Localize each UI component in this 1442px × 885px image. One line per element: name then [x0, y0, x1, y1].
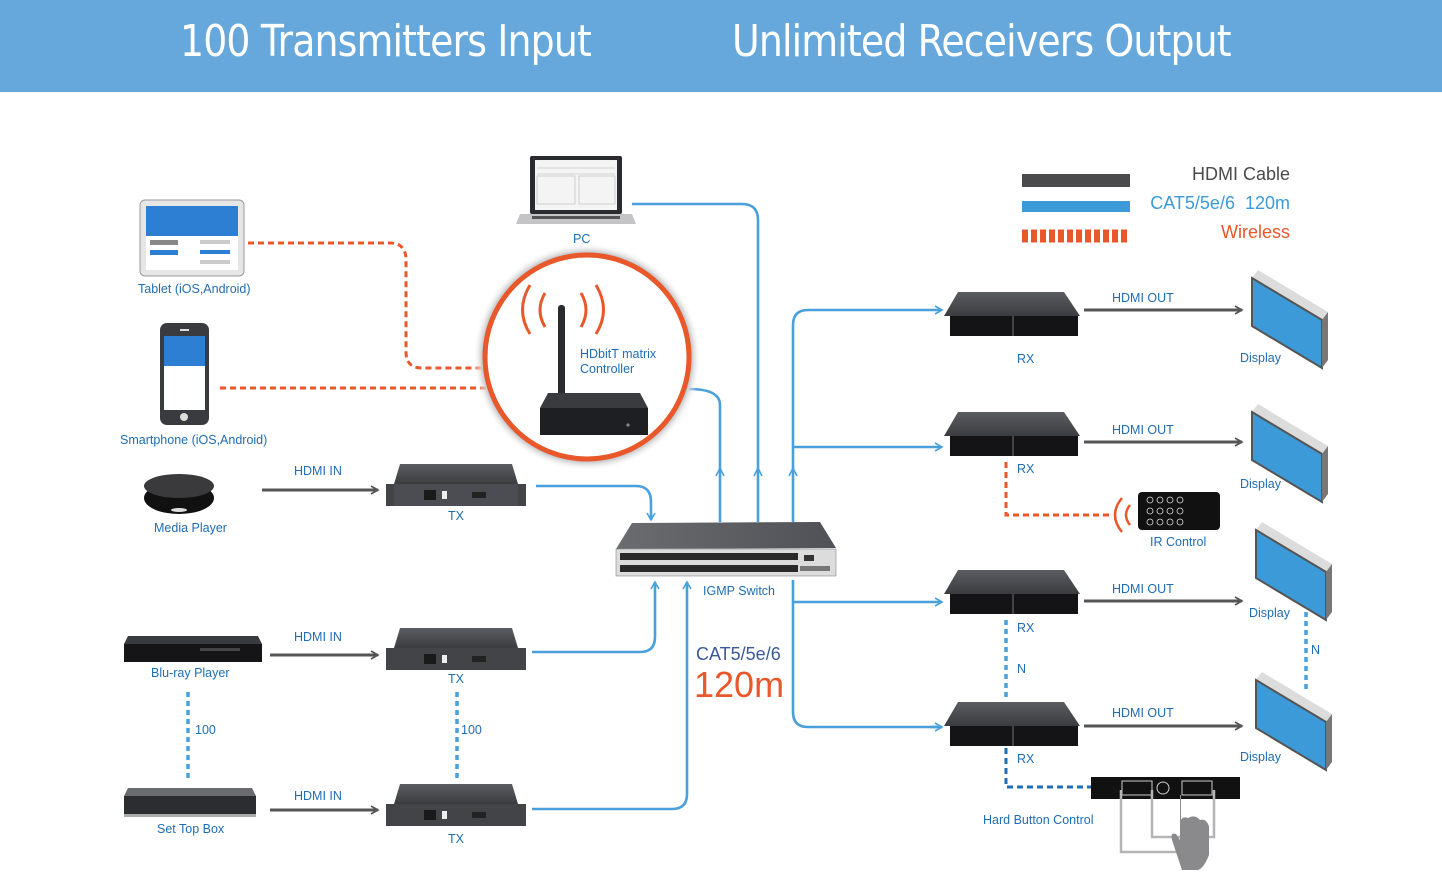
hand-pointer-icon [1171, 795, 1209, 870]
controller-label-line1: HDbitT matrix [580, 347, 657, 361]
displays [1251, 270, 1332, 772]
hard-button-link [1004, 748, 1092, 789]
switch-label: IGMP Switch [703, 584, 776, 598]
media-player-label: Media Player [154, 521, 227, 535]
tx-1-icon [386, 464, 526, 506]
bluray-player-icon [124, 636, 262, 662]
hdmi-out-label-4: HDMI OUT [1112, 706, 1174, 720]
settop-label: Set Top Box [157, 822, 225, 836]
wireless-rx2-ir [1004, 462, 1110, 517]
set-top-box-icon [124, 788, 256, 817]
rx-4-icon [944, 702, 1080, 746]
count-links [186, 612, 1308, 778]
igmp-switch-icon [615, 522, 837, 577]
rx-1-icon [944, 292, 1080, 336]
legend-hdmi-label: HDMI Cable [1191, 164, 1290, 184]
display-3-label: Display [1249, 606, 1290, 620]
tx-2-label: TX [448, 672, 464, 686]
cable-tx1-switch [536, 484, 656, 522]
display-1-label: Display [1240, 351, 1281, 365]
media-player-icon [144, 474, 214, 514]
wireless-tablet-controller [248, 241, 490, 370]
bluray-label: Blu-ray Player [151, 666, 230, 680]
cable-tx2-switch [532, 580, 660, 654]
rx-4-label: RX [1017, 752, 1035, 766]
cable-switch-rx1 [791, 305, 944, 522]
cable-pc-switch [632, 202, 760, 522]
legend-wireless-label: Wireless [1220, 222, 1290, 242]
cable-length-label: 120m [694, 664, 785, 705]
wifi-signal-icon [521, 284, 605, 335]
tablet-label: Tablet (iOS,Android) [138, 282, 251, 296]
tx-count-label: 100 [461, 723, 482, 737]
display-3-icon [1255, 522, 1332, 622]
cable-tx3-switch [532, 580, 692, 811]
smartphone-icon [160, 323, 209, 425]
hdmi-out-label-3: HDMI OUT [1112, 582, 1174, 596]
controller-group [473, 243, 701, 471]
display-4-icon [1255, 672, 1332, 772]
controller-box-icon [540, 408, 648, 435]
display-count-label: N [1311, 643, 1321, 657]
display-4-label: Display [1240, 750, 1281, 764]
controller-label-line2: Controller [580, 362, 635, 376]
banner-title-right: Unlimited Receivers Output [732, 16, 1232, 67]
cable-controller-switch [688, 387, 722, 522]
cable-switch-rx4-trunk [791, 580, 942, 729]
rx-2-icon [944, 412, 1080, 456]
hdmi-cables [262, 305, 1244, 815]
smartphone-label: Smartphone (iOS,Android) [120, 433, 268, 447]
up-arrows [715, 466, 798, 477]
legend-cat-label: CAT5/5e/6 120m [1150, 193, 1290, 213]
display-2-icon [1251, 404, 1328, 504]
rx-1-label: RX [1017, 352, 1035, 366]
header-banner: 100 Transmitters Input Unlimited Receive… [0, 0, 1442, 92]
rx-2-label: RX [1017, 462, 1035, 476]
tx-units [386, 464, 526, 826]
hdmi-in-label-2: HDMI IN [294, 630, 342, 644]
pc-laptop-icon [516, 156, 636, 224]
hdmi-out-label-2: HDMI OUT [1112, 423, 1174, 437]
display-2-label: Display [1240, 477, 1281, 491]
source-count-label: 100 [195, 723, 216, 737]
rx-3-icon [944, 570, 1080, 614]
cat-cables [532, 202, 944, 811]
legend-cat-swatch [1022, 201, 1130, 212]
legend [1022, 174, 1130, 243]
rx-3-label: RX [1017, 621, 1035, 635]
hdmi-in-label-1: HDMI IN [294, 464, 342, 478]
tx-3-icon [386, 784, 526, 826]
wireless-links [220, 241, 1110, 517]
hard-button-panel-icon [1091, 777, 1240, 870]
pc-label: PC [573, 232, 591, 246]
tablet-icon [139, 199, 245, 277]
ir-remote-icon [1113, 492, 1220, 533]
hdmi-out-label-1: HDMI OUT [1112, 291, 1174, 305]
tx-3-label: TX [448, 832, 464, 846]
antenna-icon [558, 305, 565, 405]
banner-title-left: 100 Transmitters Input [180, 16, 592, 67]
tx-2-icon [386, 628, 526, 670]
legend-hdmi-swatch [1022, 174, 1130, 187]
hard-button-label: Hard Button Control [983, 813, 1094, 827]
tx-1-label: TX [448, 509, 464, 523]
cable-type-label: CAT5/5e/6 [696, 644, 781, 664]
rx-count-label: N [1017, 662, 1027, 676]
rx-units [944, 292, 1080, 746]
hdmi-in-label-3: HDMI IN [294, 789, 342, 803]
display-1-icon [1251, 270, 1328, 370]
ir-control-label: IR Control [1150, 535, 1207, 549]
